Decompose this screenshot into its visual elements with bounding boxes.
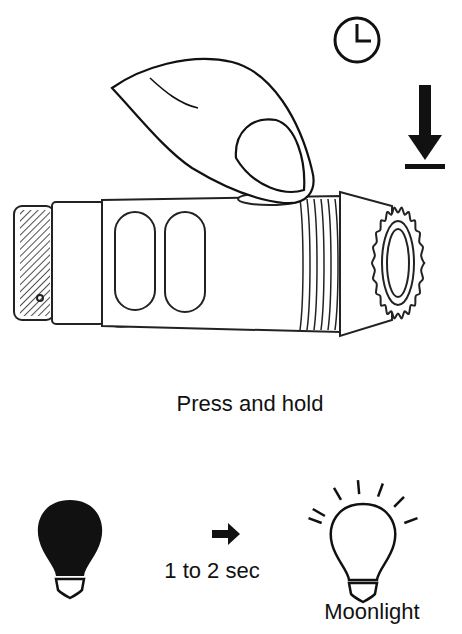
label-text: Press and hold: [177, 391, 324, 416]
label-text: 1 to 2 sec: [164, 558, 259, 583]
press-arrow: [405, 85, 445, 169]
clock-icon: [335, 18, 379, 62]
finger: [112, 59, 314, 203]
bulb-off: [38, 500, 102, 598]
label-text: Moonlight: [324, 599, 419, 624]
flashlight: [14, 192, 424, 336]
time-arrow: [212, 523, 240, 545]
bulb-on: [308, 480, 417, 602]
